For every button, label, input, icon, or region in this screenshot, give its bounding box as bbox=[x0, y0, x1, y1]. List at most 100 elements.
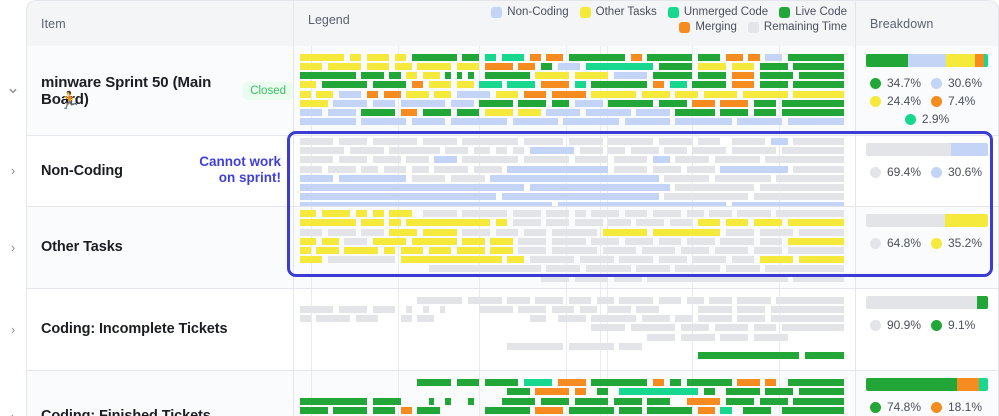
timeline-segment[interactable] bbox=[759, 62, 788, 70]
timeline-segment[interactable] bbox=[445, 72, 452, 80]
timeline-segment[interactable] bbox=[473, 147, 491, 155]
timeline-segment[interactable] bbox=[372, 406, 395, 414]
timeline-segment[interactable] bbox=[580, 256, 614, 264]
timeline-segment[interactable] bbox=[338, 138, 367, 145]
timeline-segment[interactable] bbox=[361, 108, 395, 116]
timeline-segment[interactable] bbox=[619, 388, 698, 396]
timeline-segment[interactable] bbox=[725, 53, 743, 61]
timeline-segment[interactable] bbox=[456, 81, 474, 89]
timeline-segment[interactable] bbox=[653, 165, 682, 173]
timeline-segment[interactable] bbox=[299, 397, 367, 405]
timeline-segment[interactable] bbox=[462, 138, 519, 145]
timeline-segment[interactable] bbox=[350, 53, 362, 61]
timeline-segment[interactable] bbox=[361, 72, 384, 80]
timeline-segment[interactable] bbox=[507, 388, 530, 396]
timeline-segment[interactable] bbox=[770, 138, 788, 145]
timeline-segment[interactable] bbox=[681, 247, 710, 254]
timeline-segment[interactable] bbox=[423, 72, 440, 80]
column-header-item[interactable]: Item bbox=[26, 0, 293, 46]
timeline-segment[interactable] bbox=[613, 397, 642, 405]
timeline-segment[interactable] bbox=[641, 90, 670, 98]
legend-item-merging[interactable]: Merging bbox=[679, 21, 737, 33]
timeline-segment[interactable] bbox=[529, 315, 547, 323]
timeline-segment[interactable] bbox=[484, 53, 496, 61]
timeline-segment[interactable] bbox=[355, 210, 367, 218]
timeline-segment[interactable] bbox=[512, 118, 558, 126]
timeline-segment[interactable] bbox=[754, 247, 783, 254]
timeline-segment[interactable] bbox=[456, 72, 463, 80]
timeline-segment[interactable] bbox=[524, 138, 564, 145]
timeline-segment[interactable] bbox=[574, 99, 603, 107]
timeline-segment[interactable] bbox=[737, 210, 771, 218]
timeline-segment[interactable] bbox=[793, 62, 844, 70]
timeline-segment[interactable] bbox=[720, 165, 788, 173]
timeline-segment[interactable] bbox=[692, 99, 715, 107]
timeline-segment[interactable] bbox=[782, 406, 844, 414]
timeline-segment[interactable] bbox=[507, 256, 524, 264]
timeline-segment[interactable] bbox=[383, 90, 401, 98]
timeline-segment[interactable] bbox=[647, 397, 670, 405]
timeline-segment[interactable] bbox=[782, 147, 844, 155]
timeline-segment[interactable] bbox=[490, 247, 513, 254]
timeline-segment[interactable] bbox=[299, 256, 323, 264]
timeline-segment[interactable] bbox=[765, 265, 844, 273]
timeline-segment[interactable] bbox=[765, 379, 777, 387]
row-timeline-cell[interactable] bbox=[293, 206, 855, 288]
timeline-segment[interactable] bbox=[574, 156, 609, 164]
timeline-segment[interactable] bbox=[776, 210, 844, 218]
timeline-segment[interactable] bbox=[467, 397, 474, 405]
timeline-segment[interactable] bbox=[793, 274, 844, 282]
timeline-segment[interactable] bbox=[495, 90, 519, 98]
timeline-segment[interactable] bbox=[697, 406, 715, 414]
timeline-segment[interactable] bbox=[439, 306, 446, 313]
timeline-segment[interactable] bbox=[703, 90, 738, 98]
timeline-segment[interactable] bbox=[619, 406, 642, 414]
timeline-segment[interactable] bbox=[658, 296, 682, 304]
timeline-segment[interactable] bbox=[546, 219, 569, 227]
timeline-segment[interactable] bbox=[675, 90, 698, 98]
timeline-segment[interactable] bbox=[299, 184, 524, 191]
timeline-segment[interactable] bbox=[546, 210, 569, 218]
timeline-segment[interactable] bbox=[765, 156, 844, 164]
timeline-segment[interactable] bbox=[624, 118, 670, 126]
timeline-segment[interactable] bbox=[552, 99, 569, 107]
timeline-segment[interactable] bbox=[366, 90, 379, 98]
timeline-segment[interactable] bbox=[720, 237, 755, 245]
timeline-segment[interactable] bbox=[647, 274, 788, 282]
timeline-segment[interactable] bbox=[697, 315, 732, 323]
timeline-segment[interactable] bbox=[675, 315, 693, 323]
timeline-segment[interactable] bbox=[400, 406, 412, 414]
timeline-segment[interactable] bbox=[636, 265, 670, 273]
timeline-segment[interactable] bbox=[479, 81, 502, 89]
timeline-segment[interactable] bbox=[619, 342, 642, 350]
timeline-segment[interactable] bbox=[731, 256, 755, 264]
timeline-segment[interactable] bbox=[518, 62, 536, 70]
timeline-segment[interactable] bbox=[737, 296, 771, 304]
timeline-segment[interactable] bbox=[776, 296, 844, 304]
timeline-segment[interactable] bbox=[327, 228, 356, 236]
timeline-segment[interactable] bbox=[512, 219, 541, 227]
timeline-segment[interactable] bbox=[776, 174, 844, 182]
timeline-segment[interactable] bbox=[580, 147, 603, 155]
timeline-segment[interactable] bbox=[675, 265, 721, 273]
timeline-segment[interactable] bbox=[759, 72, 794, 80]
timeline-segment[interactable] bbox=[355, 315, 379, 323]
timeline-segment[interactable] bbox=[316, 315, 351, 323]
timeline-segment[interactable] bbox=[720, 108, 749, 116]
timeline-segment[interactable] bbox=[681, 324, 710, 332]
timeline-segment[interactable] bbox=[361, 219, 384, 227]
timeline-segment[interactable] bbox=[692, 147, 726, 155]
timeline-segment[interactable] bbox=[299, 156, 334, 164]
timeline-segment[interactable] bbox=[400, 315, 412, 323]
timeline-segment[interactable] bbox=[675, 118, 732, 126]
timeline-segment[interactable] bbox=[630, 324, 676, 332]
timeline-segment[interactable] bbox=[759, 256, 794, 264]
timeline-segment[interactable] bbox=[445, 147, 468, 155]
timeline-segment[interactable] bbox=[411, 81, 424, 89]
timeline-segment[interactable] bbox=[299, 315, 311, 323]
timeline-segment[interactable] bbox=[299, 228, 323, 236]
timeline-segment[interactable] bbox=[411, 53, 457, 61]
timeline-segment[interactable] bbox=[552, 90, 586, 98]
